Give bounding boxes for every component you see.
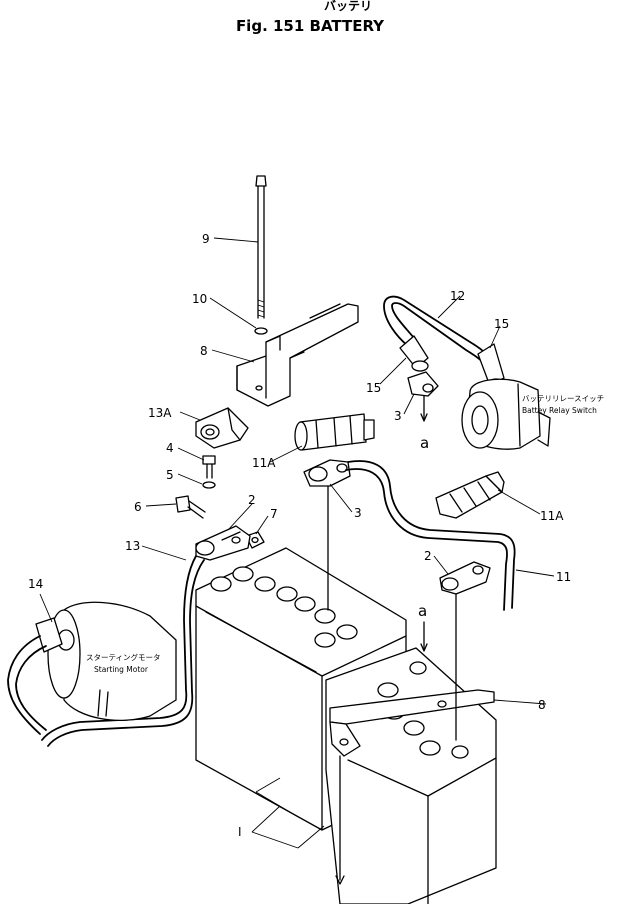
callout-1: I xyxy=(238,825,242,839)
callout-8-top: 8 xyxy=(200,344,208,358)
callout-6: 6 xyxy=(134,500,142,514)
clamp-bracket-top xyxy=(236,303,359,407)
callout-10: 10 xyxy=(192,292,207,306)
callout-13a: 13A xyxy=(148,406,172,420)
hold-down-rod xyxy=(255,175,267,319)
callout-12: 12 xyxy=(450,289,465,303)
bolt-6 xyxy=(175,495,206,519)
cable-11 xyxy=(347,460,516,609)
washer-5 xyxy=(202,481,216,489)
terminal-clamp-right xyxy=(439,561,491,595)
clamp-bracket-lower xyxy=(329,689,495,757)
callout-14: 14 xyxy=(28,577,43,591)
bolt-4 xyxy=(202,455,216,479)
starting-motor xyxy=(35,601,177,722)
callout-5: 5 xyxy=(166,468,174,482)
relay-label-jp: バッテリリレースイッチ xyxy=(522,394,604,403)
callout-13: 13 xyxy=(125,539,140,553)
callout-15-right: 15 xyxy=(494,317,509,331)
callout-9: 9 xyxy=(202,232,210,246)
callout-11a-right: 11A xyxy=(540,509,564,523)
title-jp: バッテリ xyxy=(324,0,372,13)
callout-2-left: 2 xyxy=(248,493,256,507)
callout-3-top: 3 xyxy=(394,409,402,423)
terminal-cap-11a-right xyxy=(435,471,505,519)
callout-2-right: 2 xyxy=(424,549,432,563)
terminal-cap-11a-left xyxy=(294,413,375,451)
label-a-top: a xyxy=(420,434,429,452)
label-a-mid: a xyxy=(418,602,427,620)
figure-title: Fig. 151 BATTERY xyxy=(236,17,385,35)
callout-3-mid: 3 xyxy=(354,506,362,520)
terminal-cover-13a xyxy=(195,407,249,449)
washer xyxy=(254,327,268,335)
callout-4: 4 xyxy=(166,441,174,455)
terminal-clamp-left xyxy=(195,525,251,561)
cable-13 xyxy=(41,555,197,741)
motor-wire xyxy=(7,635,41,735)
motor-label-en: Starting Motor xyxy=(94,665,149,674)
terminal-clamp-3-mid xyxy=(303,459,351,487)
relay-label-en: Battey Relay Switch xyxy=(522,406,597,415)
callout-7: 7 xyxy=(270,507,278,521)
battery-relay-switch xyxy=(461,378,551,450)
boot-15-left xyxy=(399,335,429,372)
leader-lines xyxy=(39,237,555,849)
battery-caps-main xyxy=(210,566,358,648)
callout-15-left: 15 xyxy=(366,381,381,395)
battery-second xyxy=(325,647,497,904)
callout-11: 11 xyxy=(556,570,571,584)
callout-8-right: 8 xyxy=(538,698,546,712)
callout-11a-left: 11A xyxy=(252,456,276,470)
terminal-clamp-3-top xyxy=(407,371,439,422)
motor-label-jp: スターティングモータ xyxy=(86,652,161,662)
